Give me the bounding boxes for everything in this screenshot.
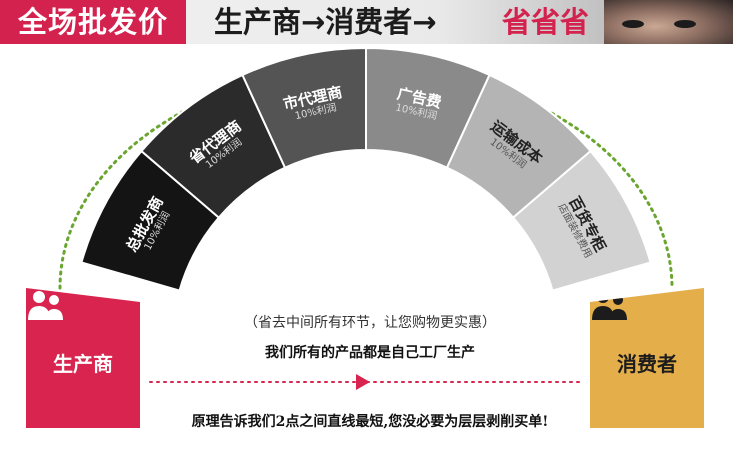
consumer-label: 消费者 (617, 351, 677, 376)
chain-text: 生产商→消费者→ (214, 5, 437, 39)
arc-segment (511, 149, 652, 292)
arc-graphic (58, 46, 674, 390)
arc-segments (80, 46, 652, 292)
note-straight-line: 原理告诉我们2点之间直线最短,您没必要为层层剥削买单! (191, 414, 549, 430)
consumer-box: 消费者 (590, 288, 704, 428)
note-own-factory: 我们所有的产品都是自己工厂生产 (265, 345, 475, 361)
eye-shape (622, 20, 644, 28)
people-icon (28, 291, 63, 320)
note-skip-middlemen: （省去中间所有环节，让您购物更实惠） (244, 315, 496, 331)
eye-shape (674, 20, 696, 28)
producer-box: 生产商 (26, 288, 140, 428)
producer-label: 生产商 (53, 351, 113, 376)
wholesale-title: 全场批发价 (0, 0, 186, 44)
model-photo (604, 0, 733, 44)
top-banner: 全场批发价 生产商→消费者→ 省省省 (0, 0, 733, 44)
save-text: 省省省 (502, 5, 590, 39)
pink-arrow-head (356, 374, 370, 390)
